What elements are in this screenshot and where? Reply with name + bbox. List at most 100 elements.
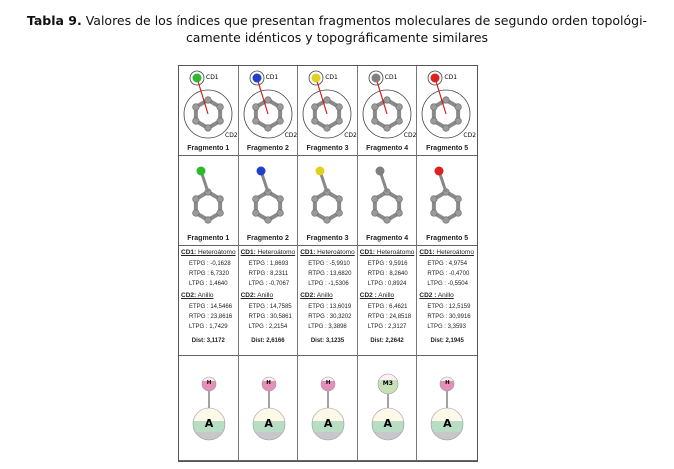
rtpg-cd2: RTPG : 30,5861 — [248, 314, 292, 320]
fragment-label: Fragmento 2 — [246, 145, 289, 152]
ltpg-cd2: LTPG : 2,2154 — [248, 324, 288, 330]
cd2-key: CD2 : — [359, 292, 377, 299]
fragment-structure: Fragmento 4 — [357, 156, 418, 246]
molecule-cd-icon — [362, 70, 412, 139]
rtpg-cd1: RTPG : 13,6820 — [308, 271, 352, 277]
fragment-cd-diagram: CD1 CD2 Fragmento 3 — [298, 66, 358, 156]
ltpg-cd1: LTPG : -0,5504 — [427, 281, 468, 287]
cd2-type: Anillo — [376, 292, 395, 299]
cd2-heading: CD2: Anillo — [300, 292, 355, 299]
cd1-key: CD1: — [300, 249, 316, 256]
fragment-structure: Fragmento 1 — [179, 156, 239, 246]
base-node-label: A — [443, 417, 452, 430]
distance: Dist: 3,1235 — [310, 338, 345, 344]
cd1-heading: CD1: Heteroátomo — [360, 249, 415, 256]
fragment-cd-diagram: CD1 CD2 Fragmento 5 — [417, 66, 477, 156]
rtpg-cd1: RTPG : 6,7320 — [189, 271, 229, 277]
base-node-label: A — [264, 417, 273, 430]
cd1-label: CD1 — [384, 74, 398, 81]
caption-label: Tabla 9. — [26, 13, 82, 28]
molecule-icon — [311, 166, 343, 224]
caption-text: Valores de los índices que presentan fra… — [81, 13, 648, 45]
ltpg-cd1: LTPG : 0,8924 — [367, 281, 407, 287]
molecule-cd-icon — [183, 70, 233, 139]
cd1-label: CD1 — [206, 74, 219, 81]
cd1-key: CD1: — [181, 249, 197, 256]
fragment-cd-diagram: CD1 CD2 Fragmento 2 — [238, 66, 299, 156]
node-label: H — [445, 380, 450, 386]
fragment-graph: H A — [238, 356, 299, 461]
distance: Dist: 2,2642 — [370, 338, 404, 344]
cd2-key: CD2 : — [419, 292, 437, 299]
node-label: H — [206, 380, 212, 386]
fragment-label: Fragmento 3 — [306, 145, 349, 152]
cd1-type: Heteroátomo — [315, 249, 355, 256]
fragment-label: Fragmento 2 — [246, 235, 289, 242]
table-caption: Tabla 9. Valores de los índices que pres… — [0, 12, 674, 46]
cd1-label: CD1 — [265, 74, 279, 81]
fragment-graph: H A — [179, 356, 239, 461]
cd2-type: Anillo — [315, 292, 333, 299]
graph-node-icon — [371, 373, 405, 441]
fragment-label: Fragmento 4 — [366, 235, 409, 242]
cd2-heading: CD2: Anillo — [241, 292, 296, 299]
cd2-label: CD2 — [284, 132, 298, 139]
node-label: M3 — [382, 380, 393, 387]
etpg-cd2: ETPG : 14,5466 — [189, 304, 233, 310]
fragment-graph: H A — [417, 356, 477, 461]
fragment-structure: Fragmento 3 — [298, 156, 358, 246]
distance: Dist: 2,6166 — [251, 338, 285, 344]
graph-node-icon — [311, 376, 345, 441]
molecule-cd-icon — [421, 70, 471, 139]
etpg-cd2: ETPG : 13,6019 — [308, 304, 352, 310]
molecule-icon — [251, 166, 284, 224]
cd2-label: CD2 — [344, 132, 357, 139]
cd2-type: Anillo — [255, 292, 274, 299]
rtpg-cd1: RTPG : 8,2640 — [367, 271, 408, 277]
cd2-heading: CD2: Anillo — [181, 292, 236, 299]
cd2-key: CD2: — [240, 292, 256, 299]
fragment-label: Fragmento 3 — [306, 235, 349, 242]
node-label: H — [266, 380, 271, 386]
cd1-heading: CD1: Heteroátomo — [241, 249, 296, 256]
fragment-graph: M3 A — [357, 356, 418, 461]
cd1-key: CD1: — [419, 249, 435, 256]
rtpg-cd1: RTPG : -0,4700 — [427, 271, 470, 277]
ltpg-cd1: LTPG : 1,4640 — [189, 281, 228, 287]
cd1-heading: CD1: Heteroátomo — [300, 249, 355, 256]
etpg-cd1: ETPG : 4,9754 — [427, 261, 468, 267]
fragment-graph: H A — [298, 356, 358, 461]
cd2-label: CD2 — [463, 132, 477, 139]
rtpg-cd2: RTPG : 30,3202 — [308, 314, 352, 320]
fragments-table: CD1 CD2 Fragmento 1 CD1 CD2 Fragmento 2 … — [178, 65, 478, 462]
rtpg-cd1: RTPG : 8,2311 — [248, 271, 289, 277]
rtpg-cd2: RTPG : 23,8616 — [189, 314, 233, 320]
cd1-type: Heteroátomo — [255, 249, 296, 256]
cd2-heading: CD2 : Anillo — [360, 292, 415, 299]
cd2-type: Anillo — [436, 292, 454, 299]
fragment-cd-diagram: CD1 CD2 Fragmento 4 — [357, 66, 418, 156]
cd1-key: CD1: — [240, 249, 256, 256]
etpg-cd1: ETPG : 1,8693 — [248, 261, 289, 267]
ltpg-cd2: LTPG : 3,3898 — [308, 324, 347, 330]
distance: Dist: 2,1945 — [430, 338, 464, 344]
fragment-label: Fragmento 1 — [187, 235, 230, 242]
fragment-label: Fragmento 5 — [426, 235, 469, 242]
fragment-structure: Fragmento 5 — [417, 156, 477, 246]
etpg-cd2: ETPG : 12,5159 — [427, 304, 471, 310]
base-node-label: A — [383, 417, 393, 430]
cd2-label: CD2 — [403, 132, 417, 139]
molecule-icon — [192, 166, 224, 224]
graph-node-icon — [431, 376, 464, 441]
fragment-label: Fragmento 5 — [426, 145, 469, 152]
molecule-cd-icon — [243, 70, 292, 139]
cd2-type: Anillo — [196, 292, 214, 299]
ltpg-cd2: LTPG : 2,3127 — [367, 324, 407, 330]
cd1-type: Heteroátomo — [196, 249, 236, 256]
fragment-label: Fragmento 1 — [187, 145, 230, 152]
